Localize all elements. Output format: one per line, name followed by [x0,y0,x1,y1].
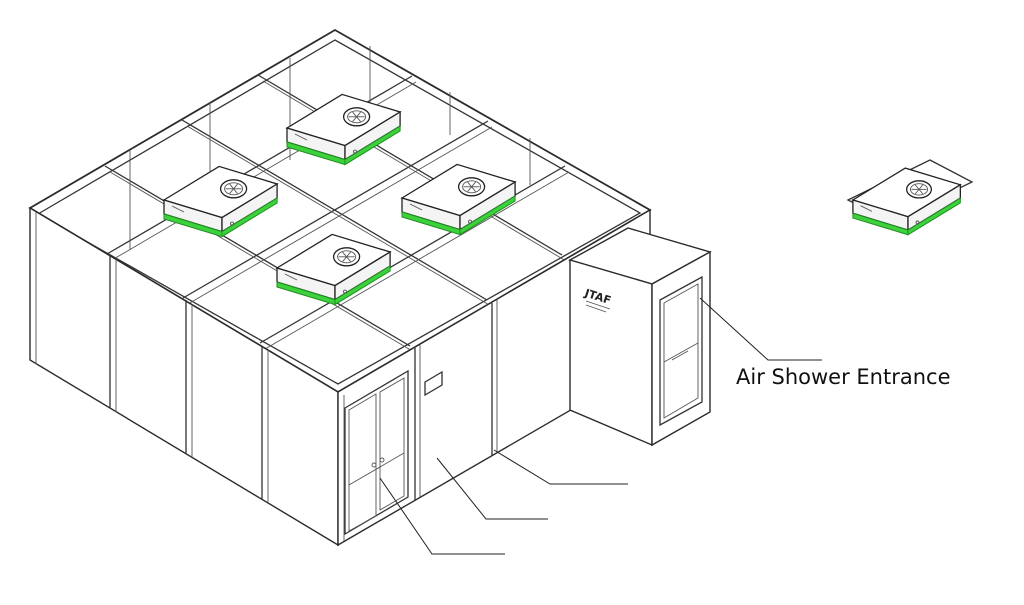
fan-blade-icon [347,110,367,124]
air-shower-unit: JTAF [568,227,712,447]
callout-lines [379,297,822,555]
fan-unit-icon [162,165,279,238]
fan-unit-icon [851,167,962,236]
fan-blade-icon [910,183,929,196]
callout-door [379,477,505,555]
ffu-group [162,93,517,306]
fan-unit-icon [400,163,517,236]
standalone-ffu [846,159,974,236]
pass-box-window [424,370,443,397]
double-door [344,369,409,536]
callout-wall-2 [436,457,548,520]
fan-blade-icon [224,182,244,196]
fan-blade-icon [337,250,357,264]
fan-unit-icon [285,93,402,166]
callout-air-shower [699,297,822,361]
ceiling-frame [28,28,652,394]
fan-unit-icon [275,233,392,306]
callout-wall-1 [493,449,628,485]
air-shower-label: Air Shower Entrance [736,365,951,389]
fan-blade-icon [462,180,482,194]
